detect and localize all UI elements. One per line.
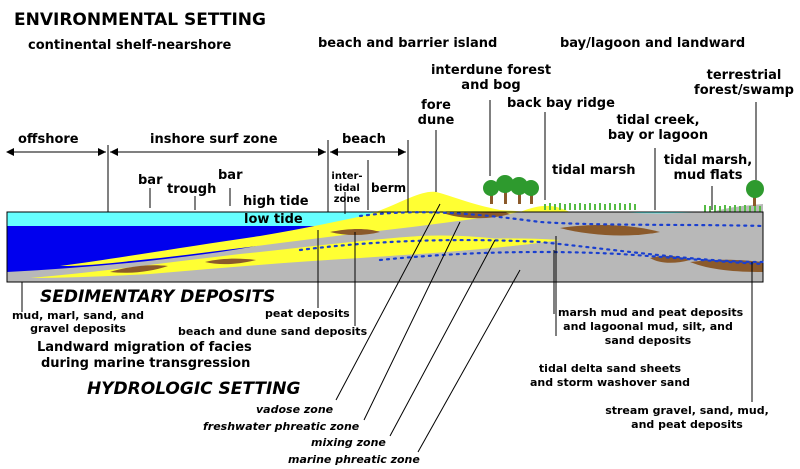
intertidal-line-3: zone bbox=[333, 194, 361, 205]
water-table-lower bbox=[298, 238, 765, 264]
stream-gravel-line-1: stream gravel, sand, mud, bbox=[605, 404, 769, 417]
section-frame bbox=[6, 211, 764, 283]
intertidal-line-1: inter- bbox=[331, 171, 363, 182]
arrow-heads bbox=[6, 148, 406, 156]
beach-dune-sand-label: beach and dune sand deposits bbox=[178, 325, 368, 338]
migration-label: Landward migration of facies during mari… bbox=[37, 340, 252, 371]
berm-label: berm bbox=[371, 181, 407, 195]
sedimentary-heading: SEDIMENTARY DEPOSITS bbox=[40, 287, 276, 307]
fore-dune bbox=[370, 191, 530, 214]
low-tide-label: low tide bbox=[244, 212, 303, 227]
bar-label-2: bar bbox=[218, 168, 243, 183]
mixing-zone-label: mixing zone bbox=[311, 436, 386, 449]
marsh-grass-right bbox=[704, 205, 761, 212]
offshore-label: offshore bbox=[18, 132, 79, 147]
fore-dune-line-1: fore bbox=[421, 98, 451, 113]
terrestrial-line-2: forest/swamp bbox=[694, 83, 794, 98]
terrestrial-forest-label: terrestrial forest/swamp bbox=[690, 69, 798, 97]
sand-wedge-upper bbox=[60, 212, 520, 266]
fore-dune-label: fore dune bbox=[412, 99, 460, 127]
bay-landward-label: bay/lagoon and landward bbox=[560, 36, 746, 51]
marsh-mud-label: marsh mud and peat deposits and lagoonal… bbox=[558, 306, 744, 347]
tidal-delta-label: tidal delta sand sheets and storm washov… bbox=[510, 362, 710, 390]
mud-marl-label: mud, marl, sand, and gravel deposits bbox=[4, 310, 152, 334]
bar-label-1: bar bbox=[138, 173, 163, 188]
inshore-surf-zone-label: inshore surf zone bbox=[150, 132, 278, 147]
peat-lens-1 bbox=[110, 265, 168, 273]
marsh-grass-left bbox=[544, 203, 636, 210]
vadose-zone-label: vadose zone bbox=[256, 403, 334, 416]
intertidal-zone-label: inter- tidal zone bbox=[330, 171, 364, 206]
beach-barrier-label: beach and barrier island bbox=[318, 36, 498, 51]
tidal-creek-label: tidal creek, bay or lagoon bbox=[598, 114, 718, 142]
pointer-lines bbox=[21, 100, 757, 453]
water-table-upper bbox=[358, 211, 765, 228]
high-tide-label: high tide bbox=[243, 194, 309, 209]
mud-marl-line-1: mud, marl, sand, and bbox=[11, 309, 145, 322]
tidal-creek-line-1: tidal creek, bbox=[616, 113, 700, 128]
marsh-mud-line-1: marsh mud and peat deposits bbox=[558, 306, 744, 319]
stream-gravel-label: stream gravel, sand, mud, and peat depos… bbox=[604, 404, 770, 432]
mud-marl-line-2: gravel deposits bbox=[30, 322, 126, 335]
sand-lens-right bbox=[380, 238, 560, 252]
terrestrial-line-1: terrestrial bbox=[706, 68, 782, 83]
tidal-delta-line-1: tidal delta sand sheets bbox=[538, 362, 682, 375]
marsh-mud-line-2: and lagoonal mud, silt, and bbox=[563, 319, 733, 333]
interdune-line-2: and bog bbox=[461, 78, 521, 93]
marsh-mud-line-3: sand deposits bbox=[604, 333, 692, 347]
beach-label: beach bbox=[342, 132, 386, 147]
zone-arrows bbox=[10, 140, 409, 212]
tidal-marsh-line-1: tidal marsh, bbox=[663, 153, 753, 168]
back-bay-ridge-label: back bay ridge bbox=[507, 96, 615, 111]
trough-label: trough bbox=[167, 182, 217, 197]
intertidal-line-2: tidal bbox=[334, 182, 360, 194]
environmental-heading: ENVIRONMENTAL SETTING bbox=[14, 10, 266, 30]
freshwater-phreatic-label: freshwater phreatic zone bbox=[203, 420, 360, 433]
shelf-label: continental shelf-nearshore bbox=[28, 38, 232, 53]
marine-phreatic-label: marine phreatic zone bbox=[288, 453, 420, 466]
interdune-line-1: interdune forest bbox=[430, 63, 552, 78]
terrestrial-hill bbox=[700, 204, 763, 216]
peat-lens-5 bbox=[560, 225, 660, 236]
terrestrial-forest-trees bbox=[746, 180, 764, 206]
tidal-creek-line-2: bay or lagoon bbox=[607, 128, 709, 143]
interdune-forest-label: interdune forest and bog bbox=[418, 64, 564, 92]
peat-lens-2 bbox=[205, 258, 256, 265]
tidal-marsh-mud-flats-label: tidal marsh, mud flats bbox=[656, 154, 760, 182]
tidal-marsh-label: tidal marsh bbox=[552, 163, 636, 178]
peat-deposits-label: peat deposits bbox=[265, 307, 350, 320]
fore-dune-line-2: dune bbox=[417, 113, 455, 128]
tidal-marsh-line-2: mud flats bbox=[673, 168, 743, 183]
migration-line-2: during marine transgression bbox=[41, 355, 251, 371]
hydrologic-heading: HYDROLOGIC SETTING bbox=[87, 379, 301, 399]
migration-line-1: Landward migration of facies bbox=[37, 340, 252, 355]
stream-gravel-line-2: and peat deposits bbox=[631, 417, 743, 431]
interdune-forest-trees bbox=[483, 175, 539, 204]
water-table-middle bbox=[378, 250, 765, 266]
tidal-delta-line-2: and storm washover sand bbox=[529, 375, 691, 389]
